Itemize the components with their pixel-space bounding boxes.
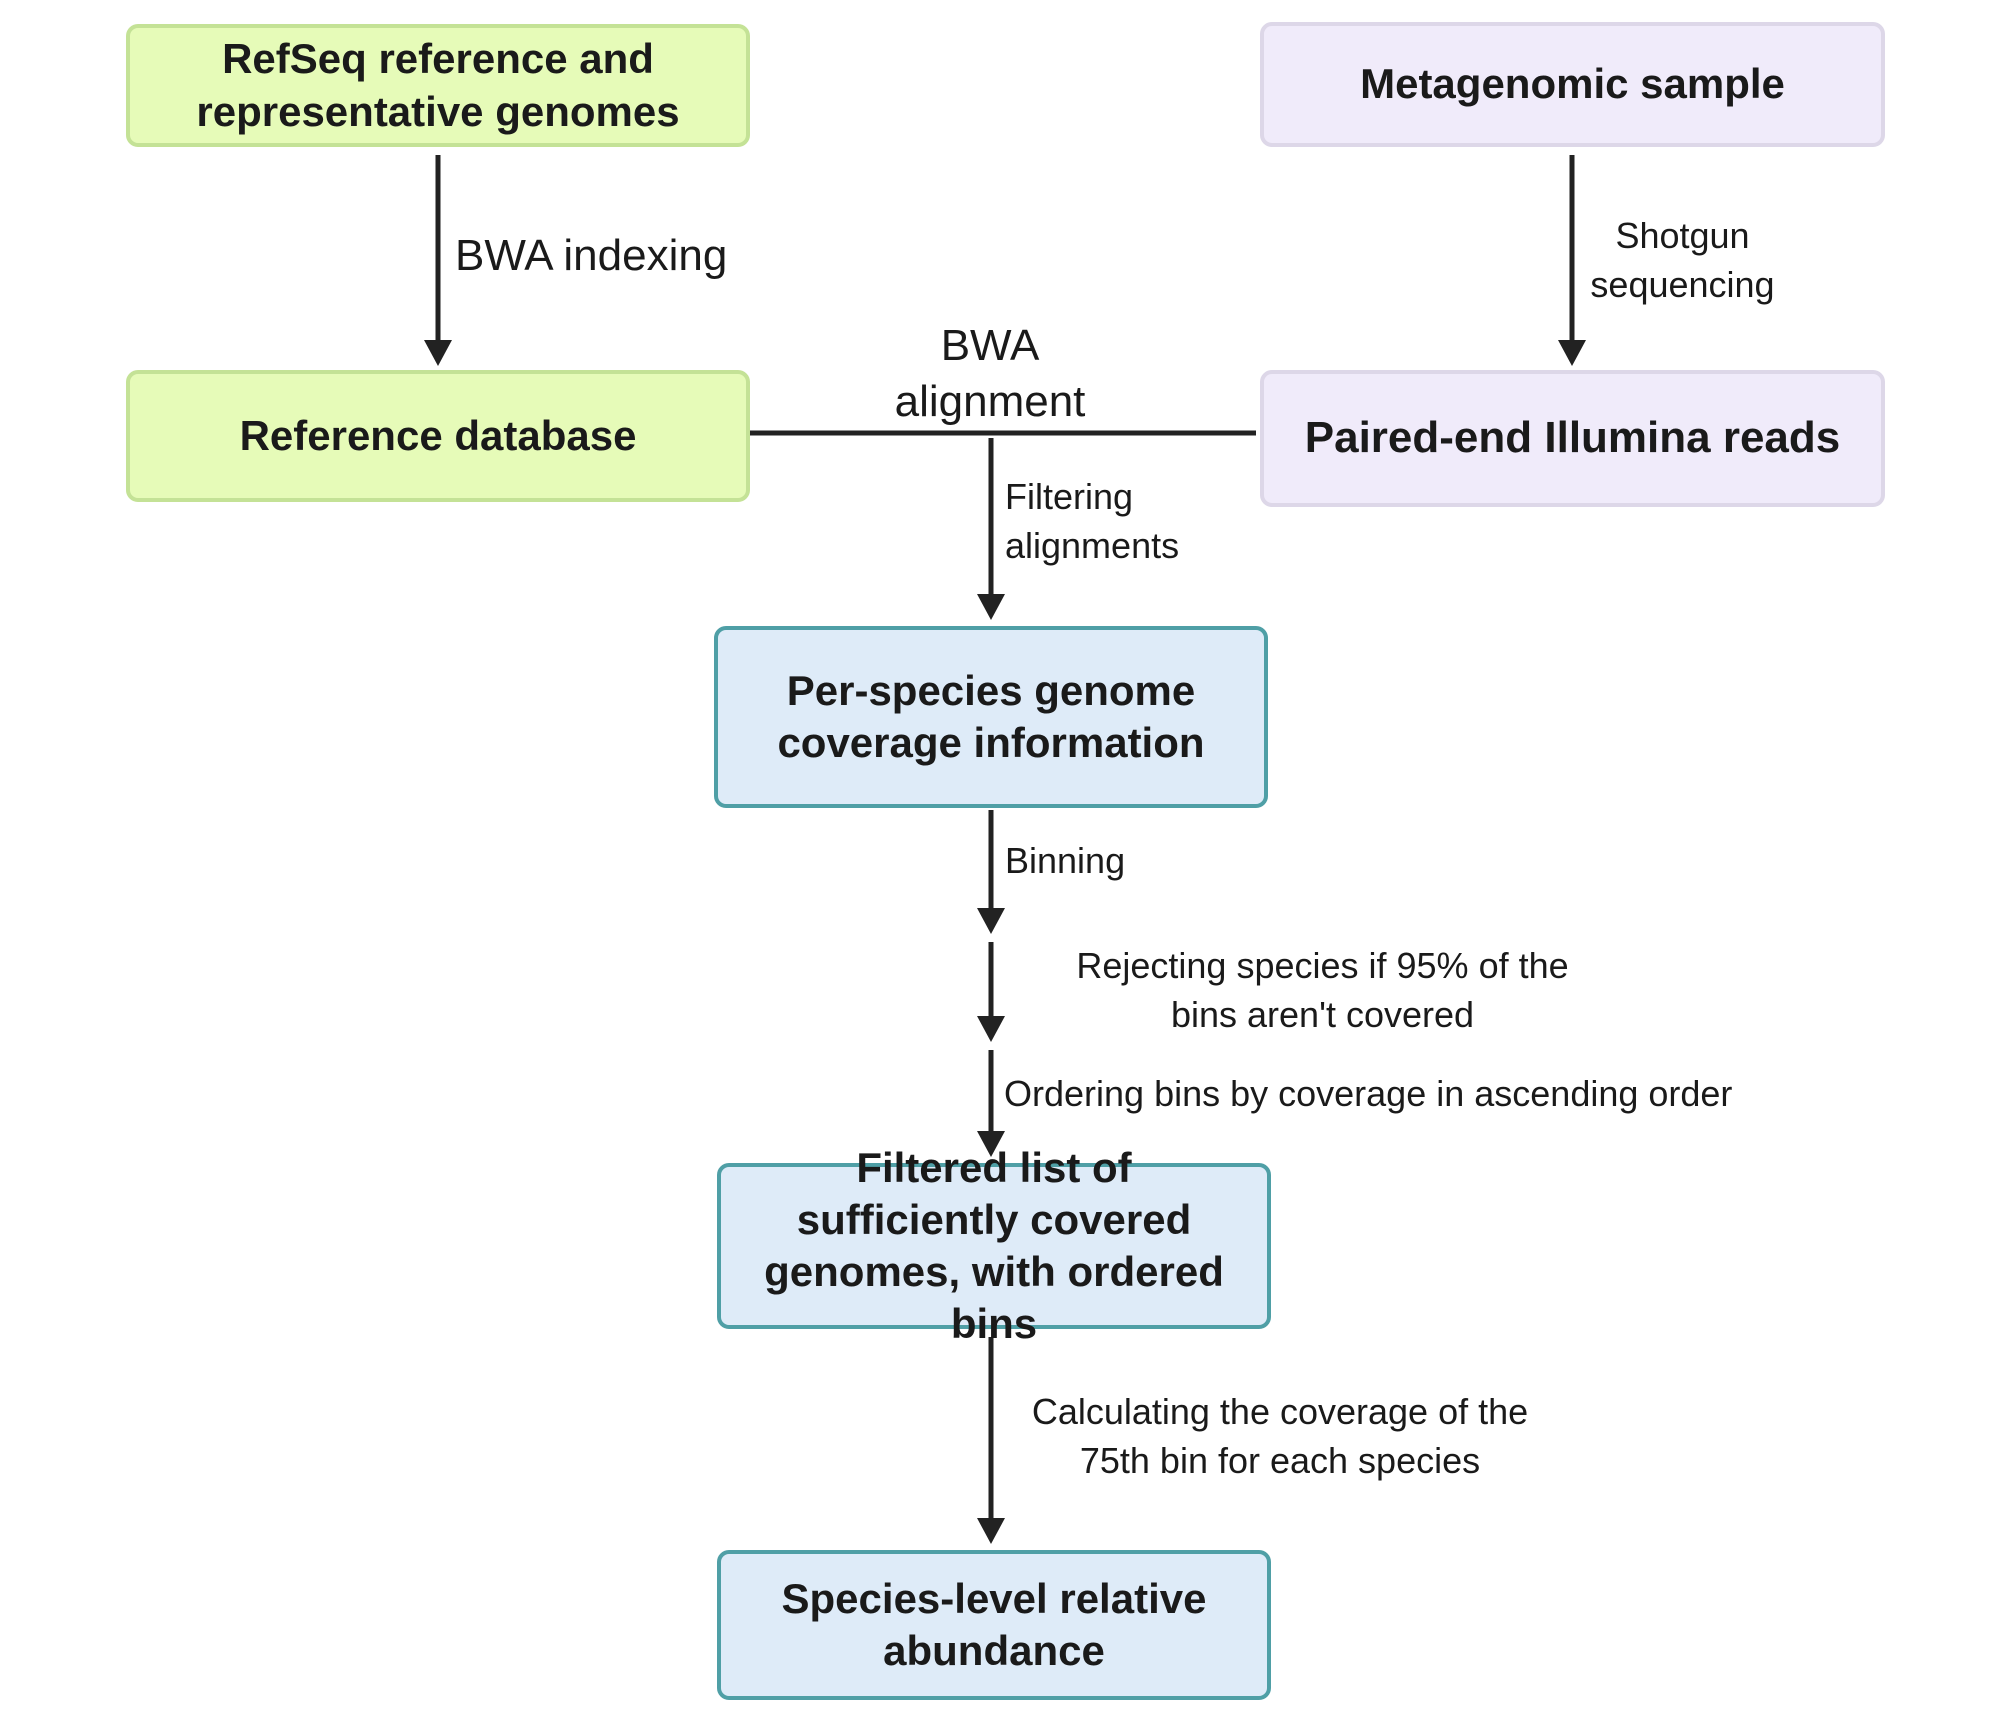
- node-metagenomic-sample: Metagenomic sample: [1260, 22, 1885, 147]
- label-filtering-alignments: Filtering alignments: [1005, 476, 1180, 566]
- node-coverage-information: Per-species genome coverage information: [714, 626, 1268, 808]
- arrowhead-binning: [977, 908, 1005, 934]
- label-bwa-alignment: BWA alignment: [894, 321, 1086, 427]
- label-binning: Binning: [1005, 840, 1126, 881]
- label-ordering-bins: Ordering bins by coverage in ascending o…: [1004, 1073, 1733, 1114]
- arrowhead-filtering: [977, 594, 1005, 620]
- arrowhead-rejecting: [977, 1016, 1005, 1042]
- label-bwa-indexing: BWA indexing: [455, 231, 728, 280]
- node-species-abundance-label: Species-level relative abundance: [781, 1574, 1207, 1674]
- arrowhead-ordering: [977, 1131, 1005, 1157]
- label-shotgun-sequencing: Shotgun sequencing: [1590, 215, 1775, 305]
- node-metagenomic-label: Metagenomic sample: [1360, 60, 1785, 108]
- arrowhead-shotgun: [1558, 340, 1586, 366]
- node-coverage-information-label: Per-species genome coverage information: [777, 666, 1205, 766]
- node-paired-end-reads: Paired-end Illumina reads: [1260, 370, 1885, 507]
- node-paired-end-reads-label: Paired-end Illumina reads: [1304, 413, 1841, 463]
- node-filtered-list-label: Filtered list of sufficiently covered ge…: [764, 1143, 1224, 1348]
- node-species-abundance: Species-level relative abundance: [717, 1550, 1271, 1700]
- label-rejecting-species: Rejecting species if 95% of the bins are…: [1076, 945, 1569, 1035]
- arrowhead-calculating: [977, 1518, 1005, 1544]
- arrowhead-bwa-indexing: [424, 340, 452, 366]
- node-filtered-list: Filtered list of sufficiently covered ge…: [717, 1144, 1271, 1347]
- node-reference-database: Reference database: [126, 370, 750, 502]
- node-reference-database-label: Reference database: [239, 411, 637, 459]
- node-refseq-label: RefSeq reference and representative geno…: [196, 35, 680, 135]
- label-calculating-coverage: Calculating the coverage of the 75th bin…: [1031, 1391, 1529, 1481]
- node-refseq: RefSeq reference and representative geno…: [126, 24, 750, 147]
